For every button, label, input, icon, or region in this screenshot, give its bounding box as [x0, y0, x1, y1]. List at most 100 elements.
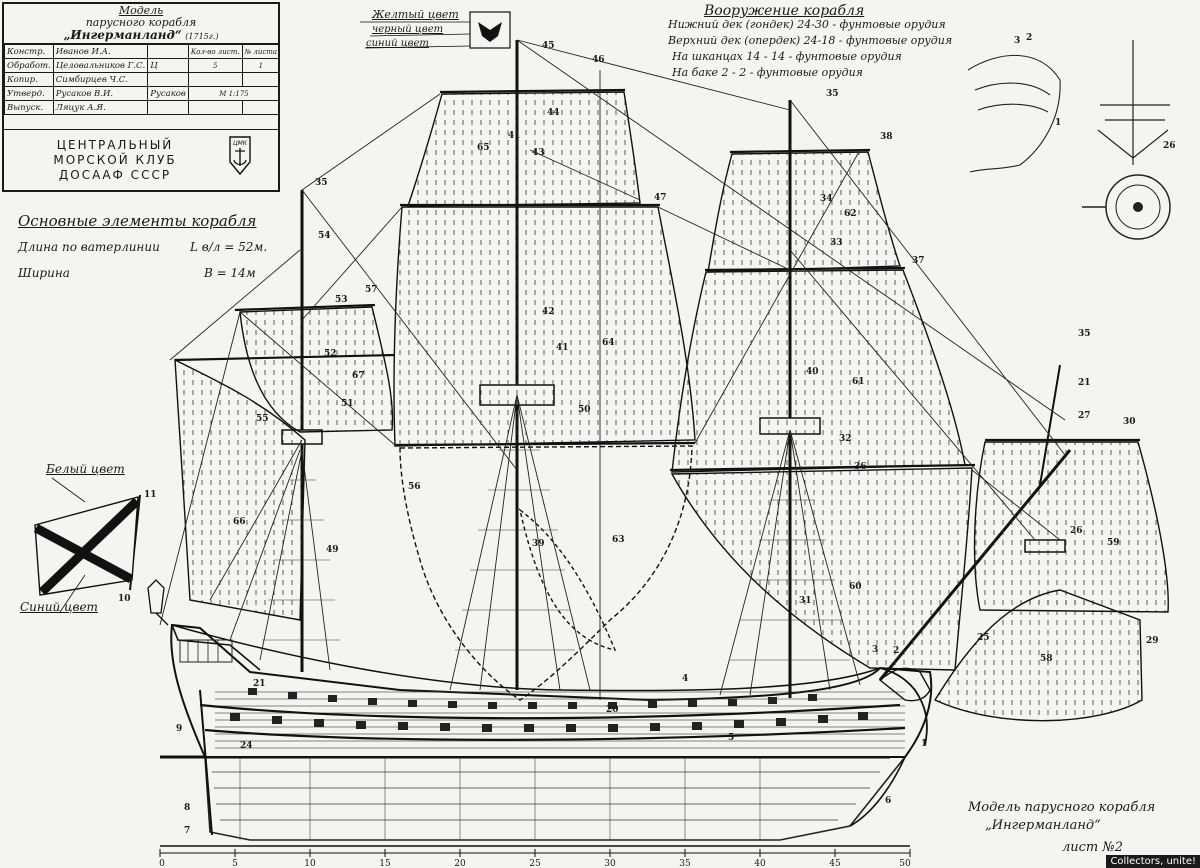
table-row: Обработ. Целовальников Г.С. Ц 5 1 [4, 58, 281, 73]
mizzen-topsail [239, 306, 394, 433]
callout: 38 [880, 132, 893, 142]
callout: 55 [256, 414, 269, 424]
callout: 60 [849, 582, 862, 592]
callout: 35 [1078, 329, 1091, 339]
station-lines [239, 757, 761, 840]
callout: 11 [144, 490, 157, 500]
callout: 44 [547, 108, 560, 118]
callout: 26 [1070, 526, 1083, 536]
callout: 53 [335, 295, 348, 305]
sheet-title: Модель парусного корабля [968, 800, 1156, 815]
blank-cell [241, 100, 281, 115]
stern-castle [171, 624, 261, 671]
scale-tick: 15 [379, 859, 391, 868]
role-cell: Обработ. [4, 58, 54, 73]
table-row: Выпуск. Ляцук А.Я. [4, 100, 281, 115]
callout: 7 [184, 826, 190, 836]
spritsail-lower [933, 589, 1143, 722]
title-block-heading: Модель парусного корабля „Ингерманланд“ … [4, 4, 278, 44]
scale-tick: 25 [529, 859, 541, 868]
blank-cell [187, 72, 243, 87]
callout: 67 [352, 371, 365, 381]
callout: 64 [602, 338, 615, 348]
org-line: ДОСААФ СССР [58, 168, 172, 182]
callout: 35 [826, 89, 839, 99]
callout: 54 [318, 231, 331, 241]
callout: 1 [921, 739, 927, 749]
sheet-no-header: № листа [241, 44, 281, 59]
callout: 65 [477, 143, 490, 153]
callout: 52 [324, 349, 337, 359]
wale [199, 703, 901, 720]
callout: 32 [839, 434, 852, 444]
callout: 39 [532, 539, 545, 549]
figurehead [878, 667, 931, 702]
role-cell: Констр. [4, 44, 54, 59]
name-cell: Симбирцев Ч.С. [52, 72, 149, 87]
staysail [518, 508, 617, 651]
table-row: Утверд. Русаков В.И. Русаков М 1:175 [4, 86, 281, 101]
main-topgallant [407, 91, 641, 207]
rigging [159, 39, 1066, 700]
callout: 47 [654, 193, 667, 203]
callout: 1 [1055, 118, 1061, 128]
callout: 41 [508, 131, 521, 141]
white-color-label: Белый цвет [46, 462, 125, 476]
callout: 42 [542, 307, 555, 317]
ship-name-text: „Ингерманланд“ [63, 28, 182, 42]
scale-tick: 35 [679, 859, 691, 868]
callout: 31 [799, 596, 812, 606]
callout: 41 [556, 343, 569, 353]
callout: 45 [542, 41, 555, 51]
scale-tick: 45 [829, 859, 841, 868]
callout: 8 [184, 803, 190, 813]
ratlines [262, 449, 850, 661]
stern-gallery [179, 639, 233, 663]
sheets-count: 5 [187, 58, 243, 73]
role-cell: Выпуск. [4, 100, 54, 115]
callout: 36 [854, 462, 867, 472]
callout: 56 [408, 482, 421, 492]
callout: 30 [1123, 417, 1136, 427]
length-label: Длина по ватерлинии [18, 240, 160, 254]
armament-heading: Вооружение корабля [704, 3, 865, 19]
org-line: МОРСКОЙ КЛУБ [53, 153, 177, 167]
callout: 21 [1078, 378, 1091, 388]
anchor-emblem-icon: ЦМК [229, 136, 251, 176]
callout: 51 [341, 399, 354, 409]
wale [204, 726, 906, 741]
callout: 5 [728, 733, 734, 743]
flag-color-black-label: черный цвет [372, 24, 444, 35]
callout: 27 [1078, 411, 1091, 421]
role-cell: Копир. [4, 72, 54, 87]
sheet-number: 1 [241, 58, 281, 73]
scale-tick: 10 [304, 859, 316, 868]
callout: 25 [977, 633, 990, 643]
sign-cell: Русаков [147, 86, 189, 101]
fore-topgallant [707, 151, 901, 273]
fore-course [670, 467, 973, 671]
callout: 35 [315, 178, 328, 188]
main-topsail [393, 206, 696, 447]
eagle-icon [478, 22, 502, 42]
callout: 26 [1163, 141, 1176, 151]
sheets-header: Кол-во лист. [187, 44, 243, 59]
blank-cell [241, 72, 281, 87]
role-cell: Утверд. [4, 86, 54, 101]
scale-labels: 0 5 10 15 20 25 30 35 40 45 50 [159, 859, 911, 868]
watermark-credit: Collectors, unite! [1106, 855, 1200, 868]
flag-color-blue-label: синий цвет [366, 38, 429, 49]
callout: 2 [1026, 33, 1032, 43]
callout: 59 [1107, 538, 1120, 548]
callout: 21 [253, 679, 266, 689]
scale-tick: 20 [454, 859, 466, 868]
sheet-ship-name: „Ингерманланд“ [985, 818, 1101, 833]
model-subtitle: парусного корабля [85, 16, 197, 29]
callout: 62 [844, 209, 857, 219]
callout: 37 [912, 256, 925, 266]
callout: 9 [176, 724, 182, 734]
ship-year: (1715г.) [185, 32, 219, 41]
length-value: L в/л = 52м. [190, 240, 268, 254]
scale-tick: 0 [159, 859, 165, 868]
scale-tick: 5 [232, 859, 238, 868]
